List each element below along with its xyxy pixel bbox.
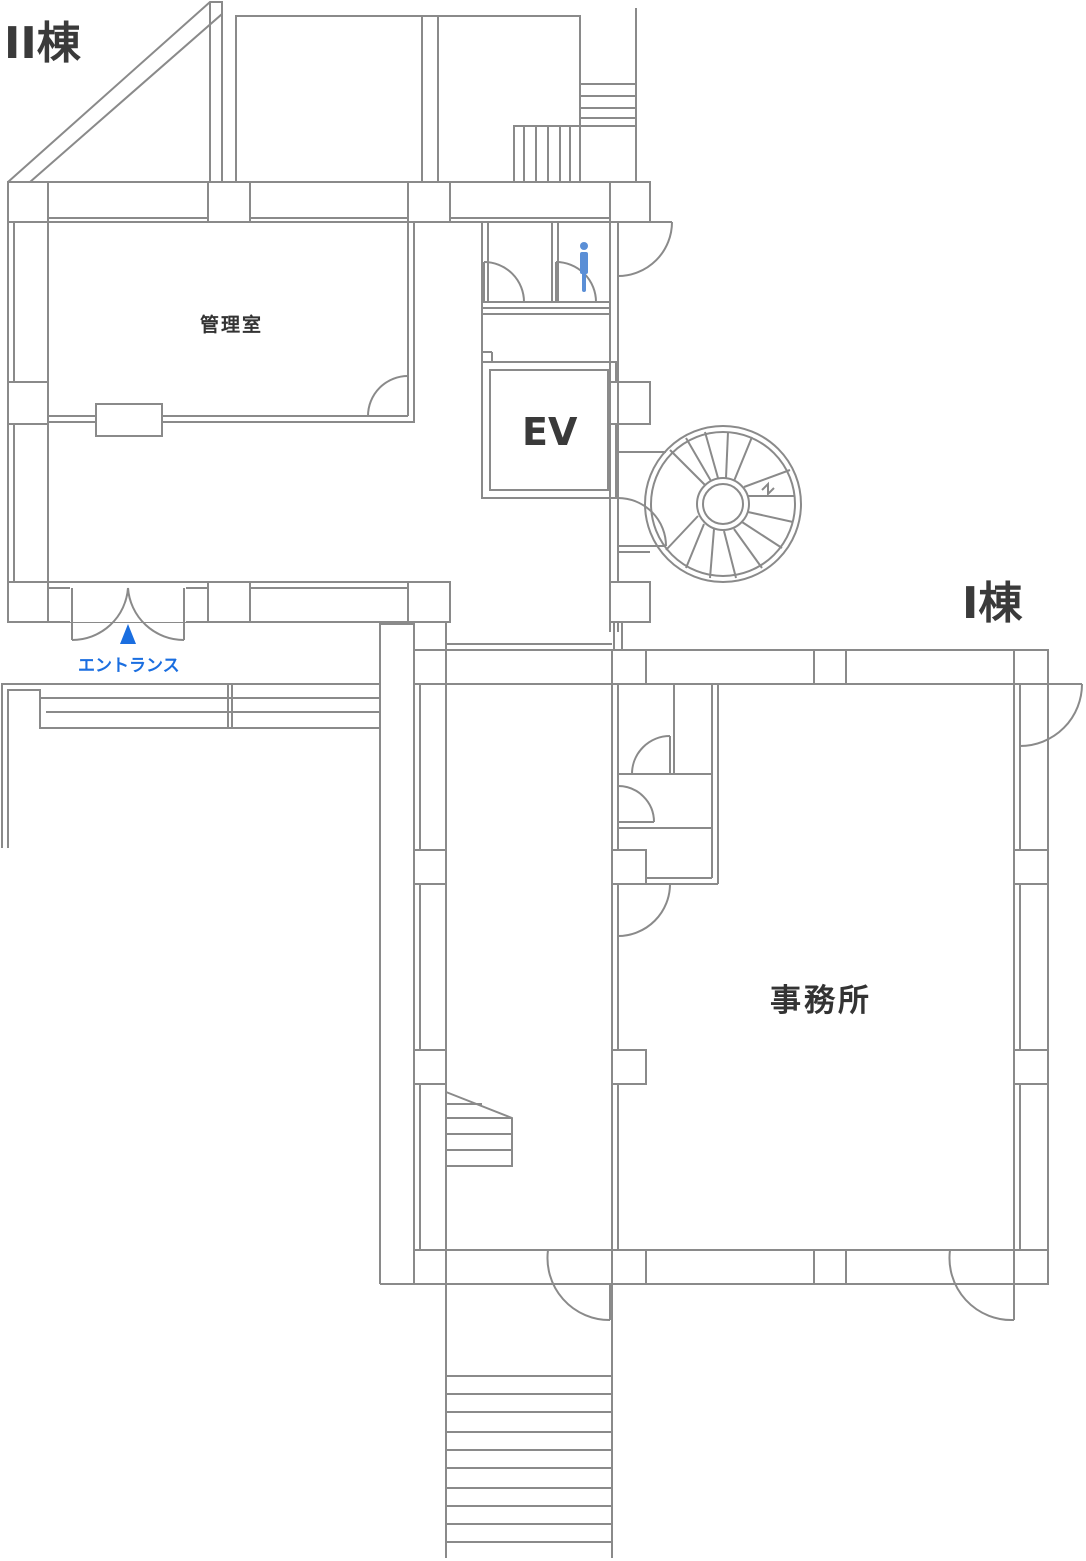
core-area [481,221,673,632]
toilet-door-1 [483,261,525,303]
elevator-label: EV [522,410,578,454]
stair-door [617,497,667,547]
small-room-door-2 [617,785,655,823]
building-2-walls [7,1,651,642]
entrance-door-left [71,587,129,642]
office-door [617,883,671,937]
kanrishitsu-door [367,375,409,417]
kanrishitsu-label: 管理室 [200,314,264,336]
bottom-stairs [445,1284,613,1558]
left-ramp [1,622,381,1284]
connector [413,622,623,650]
building-1-label: I棟 [962,578,1023,629]
toilet-door-2 [555,261,597,303]
entrance-label: エントランス [78,656,180,676]
diagonal-ramp [7,1,223,183]
building-1-walls [380,623,1083,1322]
upper-room [235,15,581,183]
upper-stairs [513,8,637,183]
kanrishitsu-room [47,221,415,437]
spiral-staircase [618,425,802,583]
jimusho-label: 事務所 [770,983,872,1019]
building-2-label: II棟 [4,18,81,69]
elevator-shaft [481,361,617,499]
triangle-up-icon [120,624,136,644]
bottom-door-right [948,1249,1015,1322]
interior-stairs [445,1091,513,1167]
small-room-door-1 [631,735,671,775]
exterior-door-top [617,221,673,277]
person-icon [580,242,588,292]
entrance-door-right [127,587,185,642]
bottom-door-left [546,1249,611,1322]
exterior-door-right [1019,683,1083,747]
